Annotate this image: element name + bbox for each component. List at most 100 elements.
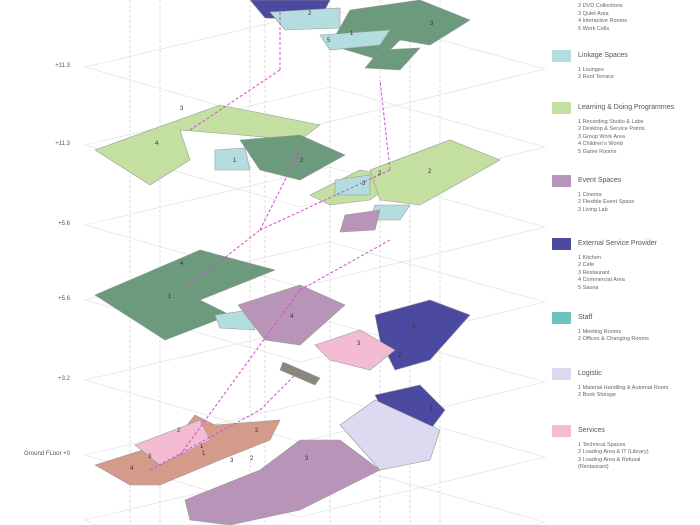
area-number: 1 bbox=[233, 158, 237, 164]
logistic-area bbox=[279, 361, 321, 386]
legend-item: 1 Material Handling & Automat Room bbox=[578, 385, 669, 391]
linkage-area bbox=[214, 147, 251, 171]
legend-title: Staff bbox=[578, 314, 593, 321]
legend-title: External Service Provider bbox=[578, 240, 657, 247]
legend-item: 2 Book Storage bbox=[578, 392, 616, 399]
level-label: +11.3 bbox=[55, 63, 70, 69]
area-number: 4 bbox=[290, 314, 294, 320]
linkage-area bbox=[334, 174, 371, 196]
area-number: 4 bbox=[180, 261, 184, 267]
area-number: 3 bbox=[230, 458, 234, 464]
area-number: 5 bbox=[327, 38, 331, 44]
legend-item: 3 Quiet Area bbox=[578, 10, 609, 17]
circulation-arrow bbox=[189, 69, 281, 131]
area-number: 2 bbox=[428, 169, 432, 175]
legend-item: 5 Work Cells bbox=[578, 25, 610, 32]
services-area bbox=[314, 329, 396, 371]
circulation-arrow bbox=[259, 169, 391, 231]
level-label: Ground FLoor +0 bbox=[24, 451, 70, 457]
legend-item: (Restaurant) bbox=[578, 464, 609, 471]
event-area bbox=[237, 284, 346, 346]
legend-item: 1 Kitchen bbox=[578, 255, 601, 261]
circulation-arrow bbox=[379, 79, 391, 171]
learning-area bbox=[239, 134, 346, 181]
area-number: 2 bbox=[255, 428, 259, 434]
level-label: +5.6 bbox=[58, 221, 70, 227]
legend-title: Linkage Spaces bbox=[578, 52, 628, 59]
legend-swatch bbox=[552, 425, 571, 437]
area-number: 3 bbox=[148, 454, 152, 460]
area-number: 1 bbox=[350, 31, 354, 37]
legend-item: 1 Meeting Rooms bbox=[578, 329, 622, 335]
level-label: +5.6 bbox=[58, 296, 70, 302]
circulation-arrow bbox=[299, 239, 391, 291]
legend-item: 3 Group Work Area bbox=[578, 133, 625, 140]
legend-item: 2 Roof Terrace bbox=[578, 74, 614, 81]
legend-item: 1 Lounges bbox=[578, 67, 604, 73]
external-area bbox=[374, 299, 471, 371]
area-number: 3 bbox=[357, 341, 361, 347]
floor-plate bbox=[83, 86, 547, 208]
legend-swatch bbox=[552, 238, 571, 250]
area-number: 3 bbox=[362, 181, 366, 187]
area-number: 2 bbox=[300, 158, 304, 164]
legend-item: 4 Commercial Area bbox=[578, 277, 625, 284]
area-number: 4 bbox=[130, 466, 134, 472]
legend-item: 2 Flexible Event Space bbox=[578, 199, 635, 206]
circulation-arrow bbox=[149, 409, 261, 471]
level-label: +3.2 bbox=[58, 376, 70, 382]
area-number: 1 bbox=[168, 294, 172, 300]
area-number: 3 bbox=[305, 456, 309, 462]
legend-item: 2 Loading Area & IT (Library) bbox=[578, 449, 649, 456]
circulation-arrow bbox=[179, 289, 301, 456]
legend-item: 2 Cafe bbox=[578, 262, 595, 269]
legend-item: 2 DVD Collections bbox=[578, 3, 623, 10]
legend-item: 1 Cinema bbox=[578, 192, 602, 198]
learning-area bbox=[369, 139, 501, 206]
legend-swatch bbox=[552, 50, 571, 62]
learning-area bbox=[94, 104, 321, 186]
area-number: 2 bbox=[378, 171, 382, 177]
legend-swatch bbox=[552, 312, 571, 324]
legend-item: 3 Living Lab bbox=[578, 206, 608, 213]
learning-area bbox=[94, 249, 276, 341]
services-area bbox=[134, 419, 211, 466]
legend-swatch bbox=[552, 368, 571, 380]
area-number: 1 bbox=[430, 406, 434, 412]
area-number: 2 bbox=[177, 428, 181, 434]
level-label: +11.3 bbox=[55, 141, 70, 147]
legend-item: 1 Recording Studio & Labs bbox=[578, 119, 644, 125]
legend-top-items: 1 General Book Collection2 DVD Collectio… bbox=[578, 0, 642, 33]
legend-title: Event Spaces bbox=[578, 177, 622, 184]
area-number: 3 bbox=[430, 21, 434, 27]
legend-swatch bbox=[552, 102, 571, 114]
legend-title: Services bbox=[578, 427, 605, 434]
area-number: 4 bbox=[155, 141, 159, 147]
legend-item: 3 Loading Area & Refusal bbox=[578, 456, 641, 463]
legend-title: Learning & Doing Programmes bbox=[578, 104, 675, 111]
legend-item: 5 Sauna bbox=[578, 284, 599, 291]
legend-swatch bbox=[552, 175, 571, 187]
area-number: 2 bbox=[250, 456, 254, 462]
legend-item: 1 General Book Collection bbox=[578, 0, 642, 3]
area-number: 3 bbox=[180, 106, 184, 112]
legend-item: 4 Children's World bbox=[578, 141, 623, 148]
area-number: 1 bbox=[200, 444, 204, 450]
legend-item: 2 Desktop & Service Points bbox=[578, 126, 645, 133]
legend-item: 4 Interactive Rooms bbox=[578, 18, 627, 25]
linkage-area bbox=[214, 309, 256, 331]
floor-plate bbox=[83, 241, 547, 363]
floor-plate bbox=[83, 166, 547, 288]
legend-item: 1 Technical Spaces bbox=[578, 442, 626, 448]
area-number: 2 bbox=[398, 353, 402, 359]
legend-item: 3 Restaurant bbox=[578, 269, 610, 276]
legend-item: 2 Offices & Changing Rooms bbox=[578, 336, 649, 343]
